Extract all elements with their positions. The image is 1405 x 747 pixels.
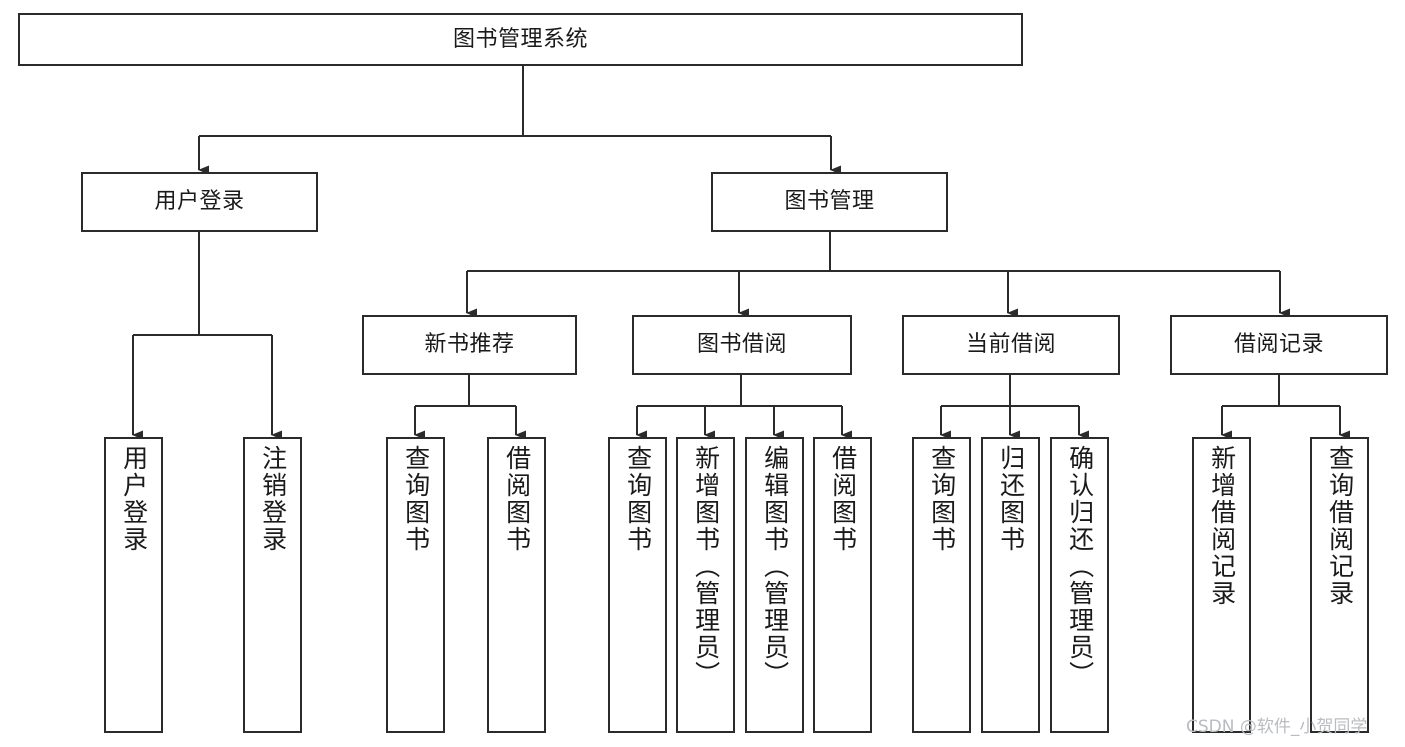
node-leaf-query-book-2[interactable]: 查询图书 bbox=[608, 437, 667, 733]
node-book-borrow[interactable]: 图书借阅 bbox=[632, 315, 852, 375]
node-current-borrow[interactable]: 当前借阅 bbox=[902, 315, 1120, 375]
node-leaf-borrow-book-2-label: 借阅图书 bbox=[828, 445, 858, 553]
node-leaf-user-login[interactable]: 用户登录 bbox=[104, 437, 163, 733]
node-leaf-query-record[interactable]: 查询借阅记录 bbox=[1310, 437, 1369, 733]
node-leaf-confirm-return-label: 确认归还（管理员） bbox=[1065, 445, 1095, 688]
node-leaf-add-record-label: 新增借阅记录 bbox=[1207, 445, 1237, 607]
node-borrow-record-label: 借阅记录 bbox=[1233, 332, 1324, 358]
node-leaf-query-book-3[interactable]: 查询图书 bbox=[912, 437, 971, 733]
node-leaf-logout-login[interactable]: 注销登录 bbox=[243, 437, 302, 733]
node-leaf-edit-book-label: 编辑图书（管理员） bbox=[760, 445, 790, 688]
node-leaf-borrow-book-2[interactable]: 借阅图书 bbox=[813, 437, 872, 733]
node-leaf-edit-book[interactable]: 编辑图书（管理员） bbox=[745, 437, 804, 733]
node-leaf-query-record-label: 查询借阅记录 bbox=[1325, 445, 1355, 607]
node-current-borrow-label: 当前借阅 bbox=[965, 332, 1056, 358]
node-leaf-query-book-2-label: 查询图书 bbox=[623, 445, 653, 553]
node-new-book-recommend-label: 新书推荐 bbox=[424, 332, 515, 358]
node-leaf-add-book-label: 新增图书（管理员） bbox=[691, 445, 721, 688]
node-borrow-record[interactable]: 借阅记录 bbox=[1170, 315, 1388, 375]
node-leaf-add-book[interactable]: 新增图书（管理员） bbox=[676, 437, 735, 733]
node-root[interactable]: 图书管理系统 bbox=[18, 13, 1023, 66]
node-leaf-query-book-1-label: 查询图书 bbox=[401, 445, 431, 553]
node-leaf-return-book[interactable]: 归还图书 bbox=[981, 437, 1040, 733]
node-leaf-borrow-book-1[interactable]: 借阅图书 bbox=[487, 437, 546, 733]
node-leaf-query-book-3-label: 查询图书 bbox=[927, 445, 957, 553]
node-book-borrow-label: 图书借阅 bbox=[696, 332, 787, 358]
node-leaf-logout-login-label: 注销登录 bbox=[258, 445, 288, 553]
node-leaf-return-book-label: 归还图书 bbox=[996, 445, 1026, 553]
node-leaf-borrow-book-1-label: 借阅图书 bbox=[502, 445, 532, 553]
node-user-login[interactable]: 用户登录 bbox=[81, 172, 318, 232]
node-leaf-add-record[interactable]: 新增借阅记录 bbox=[1192, 437, 1251, 733]
node-leaf-query-book-1[interactable]: 查询图书 bbox=[386, 437, 445, 733]
node-leaf-user-login-label: 用户登录 bbox=[119, 445, 149, 553]
node-user-login-label: 用户登录 bbox=[154, 189, 245, 215]
node-leaf-confirm-return[interactable]: 确认归还（管理员） bbox=[1050, 437, 1109, 733]
node-book-manage[interactable]: 图书管理 bbox=[711, 172, 948, 232]
watermark-text: CSDN @软件_小贺同学 bbox=[1186, 717, 1368, 737]
node-new-book-recommend[interactable]: 新书推荐 bbox=[362, 315, 577, 375]
node-root-label: 图书管理系统 bbox=[452, 26, 588, 52]
node-book-manage-label: 图书管理 bbox=[784, 189, 875, 215]
